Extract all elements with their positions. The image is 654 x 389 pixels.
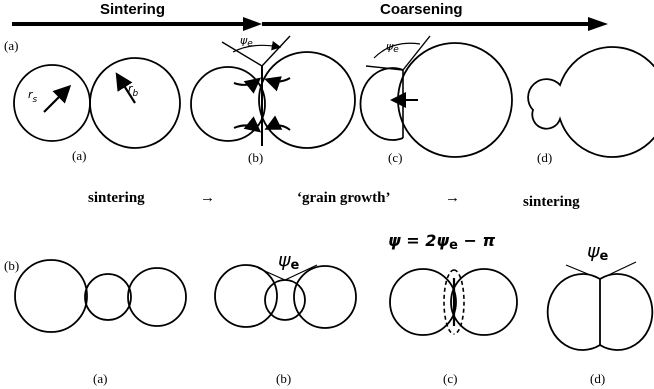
dashed-neck-right (443, 269, 455, 335)
bottom-stage-b: ψe (214, 249, 357, 329)
flux-arrow (264, 76, 291, 92)
bottom-label-d: (d) (590, 371, 605, 386)
coalesced-particle (527, 46, 654, 158)
panel-label-bottom: (b) (4, 258, 19, 273)
left-particle (389, 268, 457, 336)
sequence-arrow: → (445, 190, 460, 206)
sequence-row: sintering → ‘grain growth’ → sintering (88, 190, 580, 210)
bottom-stage-c: ψ = 2ψe − π (388, 231, 518, 336)
big-radius-label: rb (128, 82, 139, 99)
big-particle (258, 51, 356, 149)
big-particle (89, 57, 181, 149)
top-stage-c: ψe (359, 35, 513, 158)
sintering-arrowhead (243, 17, 262, 31)
right-particle (450, 268, 518, 336)
bottom-label-a: (a) (93, 371, 107, 386)
right-particle (127, 267, 187, 327)
sequence-step-grain-growth: ‘grain growth’ (297, 190, 390, 206)
angle-label: ψe (587, 240, 609, 264)
tangent-line-left (221, 41, 263, 67)
flux-arrow (233, 116, 262, 133)
flux-arrow (233, 77, 262, 94)
small-particle (190, 66, 266, 142)
dashed-neck-left (453, 269, 465, 335)
big-radius-arrow (115, 72, 136, 104)
middle-particle (84, 273, 132, 321)
angle-arc (232, 40, 282, 53)
sintering-arrow-label: Sintering (100, 1, 165, 18)
right-particle (293, 265, 357, 329)
top-stage-a: rs rb (13, 57, 181, 149)
top-label-d: (d) (537, 150, 552, 165)
tangent-line-right (284, 264, 318, 281)
tangent-line-left (257, 267, 286, 281)
top-label-b: (b) (248, 150, 263, 165)
tangent-line-right (402, 35, 431, 71)
contact-angle-equation: ψ = 2ψe − π (388, 231, 495, 253)
flux-arrow (264, 115, 291, 131)
panel-label-top: (a) (4, 38, 18, 53)
small-radius-label: rs (28, 88, 38, 105)
sequence-step-sintering: sintering (523, 194, 580, 210)
angle-label: ψe (386, 40, 399, 55)
coarsening-arrowhead (588, 17, 608, 31)
top-label-a: (a) (72, 148, 86, 163)
tangent-line-right (599, 261, 637, 280)
sequence-step-sintering: sintering (88, 190, 145, 206)
left-particle (214, 264, 278, 328)
tangent-line-left (565, 264, 601, 280)
angle-label: ψe (278, 249, 300, 273)
small-radius-arrow (43, 84, 72, 113)
top-stage-b: ψe (190, 34, 356, 149)
top-label-c: (c) (388, 150, 402, 165)
bottom-label-b: (b) (276, 371, 291, 386)
sequence-arrow: → (200, 190, 215, 206)
angle-arc (373, 42, 421, 59)
top-stage-labels: (a) (b) (c) (d) (72, 148, 552, 165)
left-particle (14, 259, 88, 333)
angle-label: ψe (240, 34, 253, 49)
process-arrows: Sintering Coarsening (12, 1, 608, 31)
bottom-stage-d: ψe (546, 240, 654, 351)
top-stage-d (527, 46, 654, 158)
tangent-line-left (365, 65, 404, 71)
shrinking-particle (359, 67, 404, 141)
tangent-line-right (261, 35, 291, 67)
bottom-label-c: (c) (443, 371, 457, 386)
coarsening-arrow-label: Coarsening (380, 1, 463, 18)
bottom-stage-a (14, 259, 187, 333)
bottom-stage-labels: (a) (b) (c) (d) (93, 371, 605, 386)
